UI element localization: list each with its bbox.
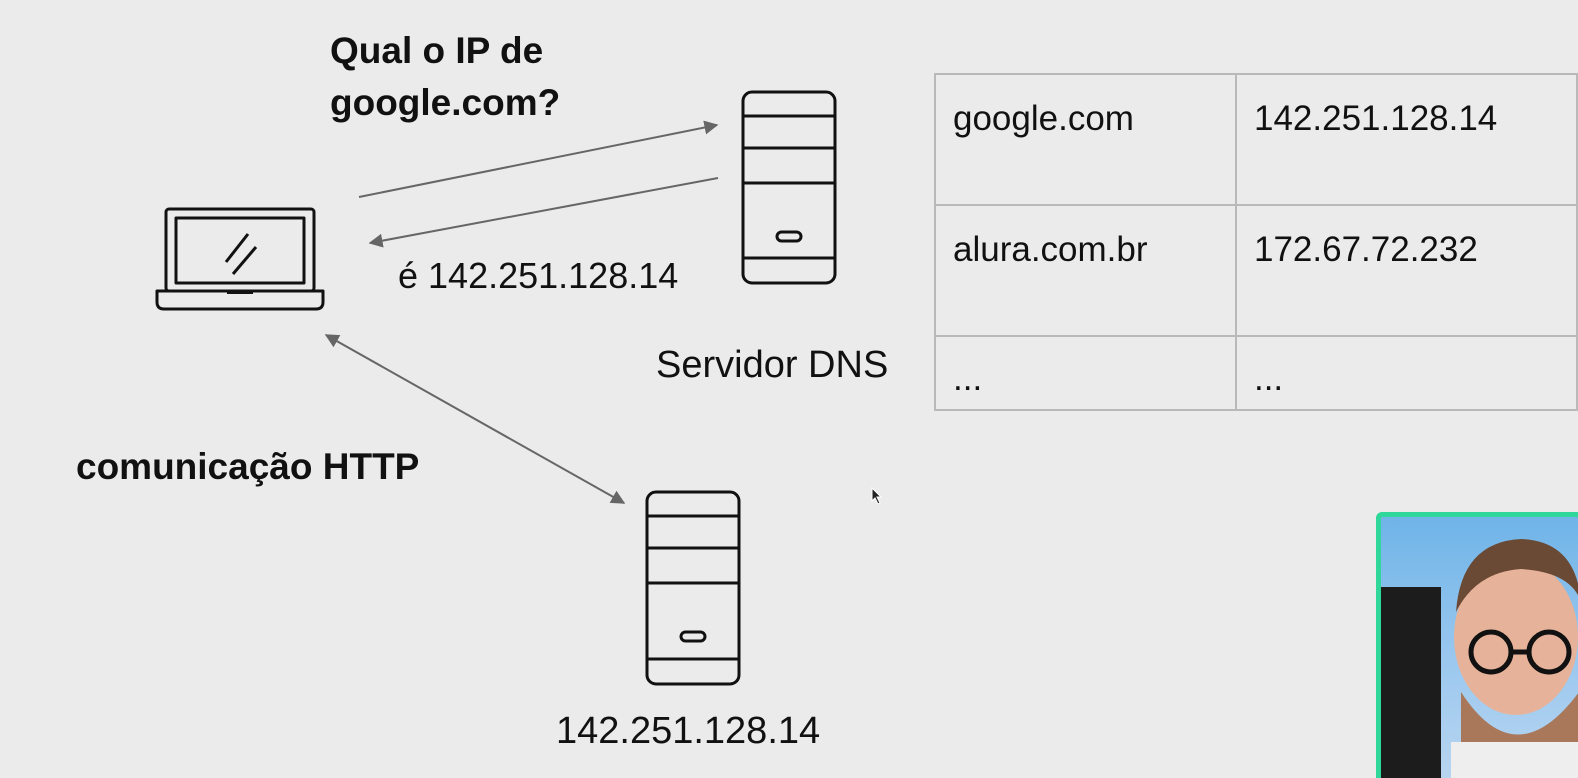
- http-communication-label: comunicação HTTP: [76, 446, 420, 487]
- ip-cell: 172.67.72.232: [1234, 204, 1578, 337]
- dns-question-line-1: Qual o IP de: [330, 30, 544, 71]
- http-arrow: [324, 334, 626, 504]
- mouse-pointer-icon: [871, 487, 883, 505]
- request-arrow: [358, 120, 719, 198]
- dns-server-icon: [741, 90, 837, 285]
- domain-cell: ...: [934, 335, 1237, 411]
- laptop-icon: [155, 207, 325, 311]
- domain-cell: google.com: [934, 73, 1237, 206]
- presenter-avatar: [1381, 539, 1578, 778]
- response-arrow: [368, 177, 719, 248]
- table-row: alura.com.br 172.67.72.232: [934, 204, 1578, 337]
- dns-answer-label: é 142.251.128.14: [398, 255, 679, 296]
- dns-server-label: Servidor DNS: [656, 344, 889, 386]
- table-row: ... ...: [934, 335, 1578, 411]
- table-row: google.com 142.251.128.14: [934, 73, 1578, 206]
- ip-cell: 142.251.128.14: [1234, 73, 1578, 206]
- ip-cell: ...: [1234, 335, 1578, 411]
- dns-lookup-table: google.com 142.251.128.14 alura.com.br 1…: [934, 73, 1578, 411]
- presenter-webcam: [1376, 512, 1578, 778]
- domain-cell: alura.com.br: [934, 204, 1237, 337]
- web-server-icon: [645, 490, 741, 686]
- web-server-ip-label: 142.251.128.14: [556, 710, 821, 752]
- dns-question-line-2: google.com?: [330, 82, 561, 123]
